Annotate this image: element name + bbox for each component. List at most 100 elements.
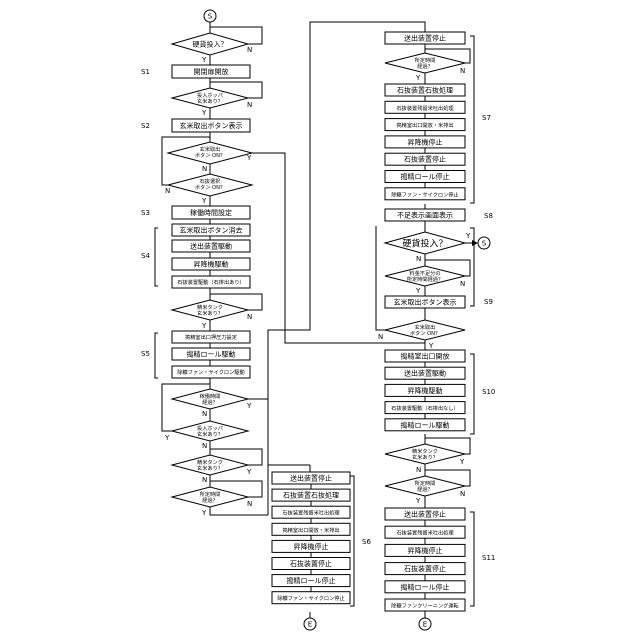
step-s3-label: S3: [141, 209, 150, 217]
label-no: N: [202, 410, 207, 418]
s6-column: S6 送出装置停止石抜装置石抜処理石抜装置残留米吐出処理搗精室出口開放・米排出昇…: [272, 465, 371, 630]
decision-hopper-rice-2-text-a: 投入ホッパ: [197, 424, 223, 432]
decision-tank-rice-1-text-a: 精米タンク: [197, 303, 223, 311]
label-no: N: [165, 187, 170, 195]
decision-coin-inserted-text: 硬貨投入？: [193, 40, 228, 49]
step-s11-label: S11: [482, 554, 495, 562]
s11-box-2-text: 石抜装置残留米吐出処理: [396, 529, 454, 537]
s7-decision-time-text-a: 所定時間: [415, 56, 436, 64]
step-s2-label: S2: [141, 122, 150, 130]
decision-tank-rice-3-text-b: 玄米あり？: [412, 453, 438, 461]
decision-tank-rice-2-text-a: 精米タンク: [197, 458, 223, 466]
start-terminal-2-label: S: [482, 240, 487, 248]
decision-stone-select-button-text-a: 石抜選択: [200, 177, 222, 185]
s9-decision-shortage-time-text-b: 所定時間経過？: [407, 275, 443, 283]
label-no: N: [247, 313, 252, 321]
s6-box-2-text: 石抜装置石抜処理: [283, 491, 339, 500]
end-terminal-2-label: E: [423, 621, 427, 629]
label-yes: Y: [164, 434, 170, 442]
s11-box-6-text: 除糠ファンクリーニング運転: [391, 602, 458, 610]
label-no: N: [378, 333, 383, 341]
box-elevator-drive-text: 昇降機駆動: [194, 260, 229, 269]
s6-box-7-text: 搗精ロール停止: [287, 576, 336, 585]
label-yes: Y: [246, 154, 252, 162]
step-s10-label: S10: [482, 388, 495, 396]
s9-decision-take-out-button-text-a: 玄米取出: [415, 323, 436, 331]
label-yes: Y: [415, 74, 421, 82]
s7-box-4-text: 昇降機停止: [408, 137, 443, 146]
label-yes: Y: [246, 402, 252, 410]
s7-box-5-text: 石抜装置停止: [404, 155, 446, 164]
label-yes: Y: [246, 468, 252, 476]
box-open-door-text: 開閉扉開放: [194, 67, 229, 76]
decision-time-elapsed-2-text-a: 所定時間: [415, 479, 436, 487]
s10-box-3-text: 昇降機駆動: [408, 386, 443, 395]
box-stone-drive-text: 石抜装置駆動（石排出あり）: [177, 278, 244, 286]
s7-box-3-text: 搗精室出口開放・米排出: [396, 121, 453, 129]
s6-box-6-text: 石抜装置停止: [290, 559, 332, 568]
s10-box-1-text: 搗精室出口開放: [401, 352, 450, 361]
s10-box-4-text: 石抜装置駆動（石排出なし）: [391, 404, 458, 412]
label-no: N: [202, 165, 207, 173]
decision-stone-select-button-text-b: ボタン ON？: [195, 183, 225, 191]
s6-box-3-text: 石抜装置残留米吐出処理: [282, 509, 340, 517]
decision-tank-rice-2-text-b: 玄米あり？: [197, 464, 223, 472]
s7-box-7-text: 除糠ファン・サイクロン停止: [391, 190, 458, 198]
label-no: N: [460, 280, 465, 288]
box-set-runtime-text: 稼働時間設定: [190, 208, 232, 217]
label-no: N: [247, 500, 252, 508]
decision-runtime-elapsed-text-b: 経過？: [202, 398, 218, 406]
step-s6-label: S6: [362, 538, 371, 546]
label-no: N: [460, 67, 465, 75]
label-yes: Y: [201, 322, 207, 330]
decision-hopper-rice-2-text-b: 玄米あり？: [197, 430, 223, 438]
s10-box-5-text: 搗精ロール駆動: [401, 420, 450, 429]
decision-hopper-rice-1-text-a: 投入ホッパ: [197, 91, 223, 99]
s6-box-5-text: 昇降機停止: [294, 542, 329, 551]
start-terminal-label: S: [208, 13, 213, 21]
label-yes: Y: [465, 232, 471, 240]
label-no: N: [247, 46, 252, 54]
step-s1-label: S1: [141, 68, 150, 76]
s11-box-3-text: 昇降機停止: [408, 546, 443, 555]
label-yes: Y: [415, 497, 421, 505]
box-show-button-text: 玄米取出ボタン表示: [180, 121, 243, 130]
s6-box-1-text: 送出装置停止: [290, 474, 332, 483]
decision-take-out-button-text-a: 玄米取出: [200, 145, 221, 153]
s7-box-2-text: 石抜装置残留米吐出処理: [396, 104, 454, 112]
s7-decision-time-text-b: 経過？: [417, 62, 433, 70]
s6-box-4-text: 搗精室出口開放・米排出: [282, 526, 339, 534]
s9-box-show-button-text: 玄米取出ボタン表示: [394, 298, 457, 307]
label-yes: Y: [201, 509, 207, 517]
s9-decision-coin-text: 硬貨投入？: [402, 238, 447, 250]
decision-tank-rice-3-text-a: 精米タンク: [412, 447, 438, 455]
decision-hopper-rice-1-text-b: 玄米あり？: [197, 97, 223, 105]
left-column: S 硬貨投入？ N Y S1 開閉扉開放 投入ホッパ 玄米あり？ N Y S2 …: [141, 10, 425, 517]
label-no: N: [416, 255, 421, 263]
label-yes: Y: [428, 342, 434, 350]
s6-box-8-text: 除糠ファン・サイクロン停止: [277, 594, 344, 602]
decision-tank-rice-1-text-b: 玄米あり？: [197, 309, 223, 317]
label-yes: Y: [201, 56, 207, 64]
label-yes: Y: [415, 287, 421, 295]
decision-runtime-elapsed-text-a: 稼働時間: [200, 392, 221, 400]
s7-box-1-text: 石抜装置石抜処理: [397, 86, 453, 95]
box-clear-button-text: 玄米取出ボタン消去: [180, 226, 243, 235]
s7-feeder-stop-text: 送出装置停止: [404, 34, 446, 43]
decision-time-elapsed-1-text-a: 所定時間: [200, 490, 221, 498]
box-roll-drive-text: 搗精ロール駆動: [187, 350, 236, 359]
s7-box-6-text: 搗精ロール停止: [401, 172, 450, 181]
step-s8-label: S8: [484, 212, 493, 220]
end-terminal-1-label: E: [308, 621, 312, 629]
box-outlet-pressure-text: 搗精室出口押圧力設定: [185, 333, 237, 341]
label-yes: Y: [201, 109, 207, 117]
label-no: N: [416, 466, 421, 474]
box-fan-drive-text: 除糠ファン・サイクロン駆動: [177, 368, 244, 376]
label-no: N: [202, 442, 207, 450]
s11-box-1-text: 送出装置停止: [404, 510, 446, 519]
step-s9-label: S9: [484, 298, 493, 306]
right-column: S7 送出装置停止 所定時間 経過？ N Y 石抜装置石抜処理石抜装置残留米吐出…: [376, 32, 495, 630]
label-yes: Y: [201, 197, 207, 205]
decision-time-elapsed-2-text-b: 経過？: [417, 485, 433, 493]
